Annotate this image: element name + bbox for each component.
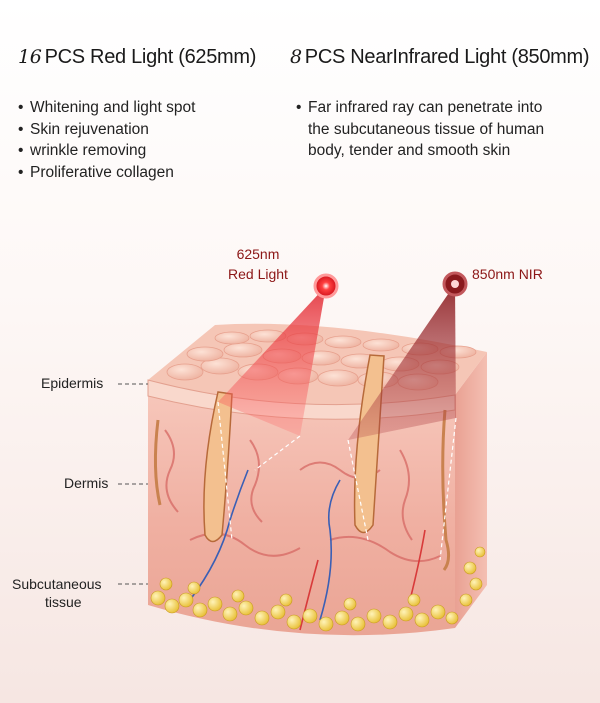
fat-cells	[150, 546, 486, 632]
layer-leader-lines	[118, 383, 148, 585]
red-light-wavelength: 625nm	[236, 246, 280, 262]
subcutaneous-label-line1: Subcutaneous	[12, 576, 102, 592]
blood-vessels	[189, 469, 426, 631]
red-light-count: 16	[18, 46, 42, 68]
nir-light-beam	[348, 284, 456, 440]
red-light-benefits: Whitening and light spot Skin rejuvenati…	[18, 97, 195, 183]
nir-count: 8	[290, 46, 302, 68]
subcutaneous-label-line2: tissue	[44, 594, 82, 610]
skin-side-face	[455, 352, 487, 628]
benefit-item: Proliferative collagen	[18, 162, 195, 184]
sweat-glands	[153, 409, 451, 571]
red-light-name: Red Light	[228, 266, 288, 282]
nir-title: PCS NearInfrared Light (850mm)	[304, 46, 590, 68]
red-light-lamp-icon	[313, 273, 339, 299]
red-light-beam	[218, 286, 326, 436]
benefit-item: wrinkle removing	[18, 140, 195, 162]
red-light-title: PCS Red Light (625mm)	[44, 46, 257, 68]
benefit-item: Skin rejuvenation	[18, 119, 195, 141]
subcutaneous-label: Subcutaneous tissue	[12, 575, 102, 611]
nir-source-label: 850nm NIR	[472, 266, 543, 282]
dermis-vessels	[164, 429, 441, 563]
epidermis-label: Epidermis	[41, 375, 104, 391]
benefit-item: Far infrared ray can penetrate into the …	[296, 97, 546, 162]
benefit-item: Whitening and light spot	[18, 97, 195, 119]
dermis-label: Dermis	[64, 475, 109, 491]
nir-benefits: Far infrared ray can penetrate into the …	[296, 97, 546, 162]
red-light-source-label: 625nm Red Light	[228, 244, 288, 284]
beam-depth-lines	[217, 401, 457, 561]
